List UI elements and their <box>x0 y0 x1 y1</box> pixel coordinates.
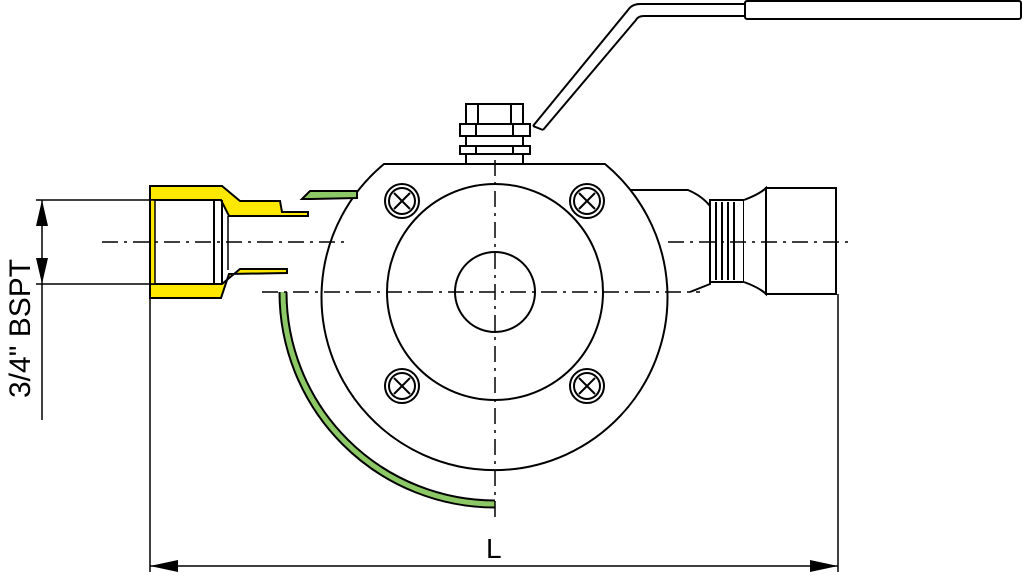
dimension-length-arrow-right <box>810 560 838 572</box>
bolt-bottom-left <box>384 368 420 404</box>
dimension-pipe-label: 3/4" BSPT <box>4 259 37 398</box>
dimension-length-arrow-left <box>150 560 178 572</box>
right-pipe-connection <box>630 185 837 297</box>
dimension-pipe-arrow-top <box>36 200 48 226</box>
dimension-length <box>149 294 839 572</box>
dimension-pipe-arrow-bottom <box>36 258 48 284</box>
bolt-bottom-right <box>569 368 605 404</box>
handle-grip <box>744 0 1022 20</box>
dimension-length-label: L <box>486 533 502 564</box>
handle-lever <box>532 3 745 131</box>
seal-ring-upper <box>299 190 358 200</box>
bolt-top-left <box>384 183 420 219</box>
dimension-pipe <box>36 199 150 420</box>
center-lines <box>102 160 850 520</box>
brass-fitting <box>149 185 309 299</box>
bolt-top-right <box>569 183 605 219</box>
stem-nut-stack <box>459 103 531 165</box>
